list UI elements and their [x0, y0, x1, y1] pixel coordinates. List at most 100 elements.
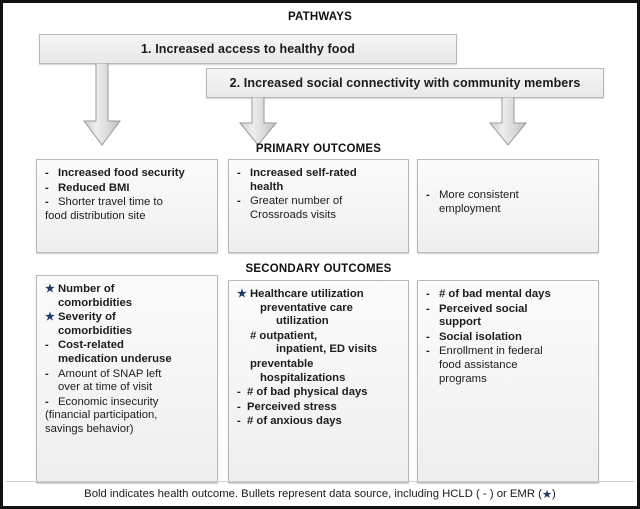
bullet-dash: - [426, 302, 430, 315]
bullet-dash: - [426, 330, 430, 343]
list-item-text-cont: over at time of visit [58, 381, 153, 394]
list-item-text-cont: comorbidities [58, 296, 133, 309]
list-item: - Reduced BMI [45, 182, 209, 196]
secondary-outcome-box-right: - # of bad mental days - Perceived socia… [417, 280, 599, 483]
bullet-dash: - [45, 367, 49, 380]
list-item-text: More consistent [439, 189, 519, 201]
list-item-text-cont2: utilization [276, 315, 329, 328]
arrow-down-middle [239, 97, 277, 147]
bullet-dash: - [426, 189, 430, 201]
bullet-dash: - [237, 167, 241, 179]
secondary-right-list: - # of bad mental days - Perceived socia… [426, 288, 590, 386]
figure-caption: Bold indicates health outcome. Bullets r… [6, 481, 634, 506]
star-icon: ★ [45, 311, 55, 324]
star-icon: ★ [45, 283, 55, 295]
list-item: - Economic insecurity (financial partici… [45, 396, 209, 437]
caption-part2: ) [552, 488, 556, 500]
list-item-text-cont: preventative care [260, 301, 353, 314]
list-item-text-cont: support [439, 316, 482, 329]
list-item-text: Cost-related [58, 339, 124, 352]
arrow-down-right [489, 97, 527, 147]
list-item-text-cont: health [250, 180, 284, 193]
primary-middle-list: - Increased self-rated health - Greater … [237, 167, 400, 222]
primary-outcome-box-middle: - Increased self-rated health - Greater … [228, 159, 409, 253]
bullet-dash: - [237, 386, 241, 399]
pathway-box-2-label: 2. Increased social connectivity with co… [229, 76, 581, 90]
bullet-dash: - [237, 195, 241, 208]
list-item-text-cont: Crossroads visits [250, 208, 337, 221]
list-item-text-cont: (financial participation, [45, 409, 158, 422]
list-item: preventable hospitalizations [237, 358, 400, 385]
pathway-box-1: 1. Increased access to healthy food [39, 34, 457, 64]
list-item: - Shorter travel time to food distributi… [45, 196, 209, 223]
list-item-text-cont: comorbidities [58, 324, 133, 337]
list-item: - Amount of SNAP left over at time of vi… [45, 368, 209, 395]
bullet-dash: - [237, 400, 241, 413]
list-item: - Perceived stress [237, 401, 400, 415]
primary-outcomes-heading: PRIMARY OUTCOMES [255, 143, 382, 155]
list-item: - Increased food security [45, 167, 209, 181]
secondary-outcomes-heading: SECONDARY OUTCOMES [245, 263, 392, 275]
list-item: - # of bad mental days [426, 288, 590, 302]
bullet-dash: - [45, 395, 49, 408]
list-item-text-cont: food assistance [439, 358, 518, 371]
star-icon: ★ [237, 288, 247, 300]
primary-left-list: - Increased food security - Reduced BMI … [45, 167, 209, 223]
list-item-text: Increased self-rated [250, 167, 357, 179]
secondary-left-list: ★ Number of comorbidities ★ Severity of … [45, 283, 209, 437]
bullet-dash: - [45, 181, 49, 194]
star-icon: ★ [541, 488, 553, 501]
list-item-text: Reduced BMI [58, 181, 130, 194]
list-item-text: # outpatient, [250, 329, 318, 342]
list-item-text: Social isolation [439, 330, 522, 343]
list-item-text-cont: inpatient, ED visits [276, 343, 378, 356]
list-item-text: Perceived social [439, 302, 528, 315]
primary-right-list: - More consistent employment [426, 189, 590, 216]
bullet-dash: - [45, 339, 49, 352]
list-item-text: # of bad physical days [247, 386, 368, 399]
primary-outcome-box-right: - More consistent employment [417, 159, 599, 253]
list-item: - Greater number of Crossroads visits [237, 195, 400, 222]
list-item-text-cont2: programs [439, 372, 487, 385]
list-item-text: preventable [250, 357, 314, 370]
list-item-text: Healthcare utilization [250, 288, 364, 300]
list-item: - # of anxious days [237, 415, 400, 429]
list-item-text: Perceived stress [247, 400, 337, 413]
list-item: - Increased self-rated health [237, 167, 400, 194]
bullet-dash: - [426, 288, 430, 300]
list-item: ★ Healthcare utilization preventative ca… [237, 288, 400, 329]
list-item-text: Enrollment in federal [439, 345, 543, 358]
list-item-text: Greater number of [250, 195, 343, 208]
list-item: - Enrollment in federal food assistance … [426, 345, 590, 386]
list-item: ★ Number of comorbidities [45, 283, 209, 310]
secondary-outcome-box-middle: ★ Healthcare utilization preventative ca… [228, 280, 409, 483]
arrow-down-left [83, 63, 121, 147]
bullet-dash: - [45, 196, 49, 209]
list-item: - Perceived social support [426, 303, 590, 330]
list-item-text-cont: employment [439, 202, 501, 215]
list-item-text-cont2: savings behavior) [45, 422, 134, 435]
bullet-dash: - [237, 415, 241, 428]
list-item: - Social isolation [426, 331, 590, 345]
pathway-box-1-label: 1. Increased access to healthy food [141, 42, 355, 56]
list-item-text: Severity of [58, 311, 116, 324]
primary-outcome-box-left: - Increased food security - Reduced BMI … [36, 159, 218, 253]
list-item-text: Increased food security [58, 167, 185, 179]
list-item-text: # of bad mental days [439, 288, 551, 300]
pathways-heading: PATHWAYS [287, 11, 352, 23]
secondary-outcome-box-left: ★ Number of comorbidities ★ Severity of … [36, 275, 218, 483]
list-item: - Cost-related medication underuse [45, 339, 209, 366]
list-item-text-cont: hospitalizations [260, 371, 346, 384]
list-item-text-cont: medication underuse [58, 352, 172, 365]
list-item-text: Number of [58, 283, 115, 295]
list-item-text: # of anxious days [247, 415, 342, 428]
list-item-text-cont: food distribution site [45, 209, 146, 222]
list-item-text: Shorter travel time to [58, 196, 163, 209]
list-item: - # of bad physical days [237, 386, 400, 400]
list-item-text: Amount of SNAP left [58, 367, 162, 380]
list-item: # outpatient, inpatient, ED visits [237, 330, 400, 357]
list-item: - More consistent employment [426, 189, 590, 216]
bullet-dash: - [45, 167, 49, 179]
pathway-box-2: 2. Increased social connectivity with co… [206, 68, 604, 98]
